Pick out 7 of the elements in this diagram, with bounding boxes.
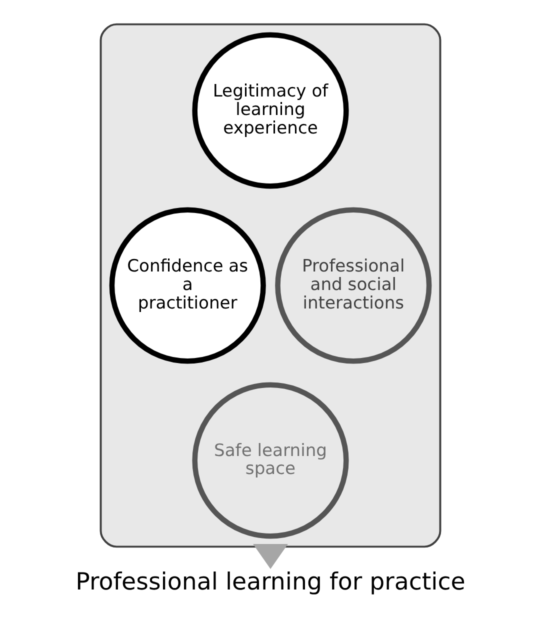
cluster [100, 23, 442, 548]
node-circle: Legitimacy of learning experience [192, 32, 349, 189]
node-circle: Confidence as a practitioner [109, 207, 266, 364]
node-circle: Safe learning space [192, 382, 349, 539]
arrow [253, 544, 288, 569]
node-text: Professional learning for practice [76, 567, 466, 596]
node-circle: Professional and social interactions [275, 207, 432, 364]
